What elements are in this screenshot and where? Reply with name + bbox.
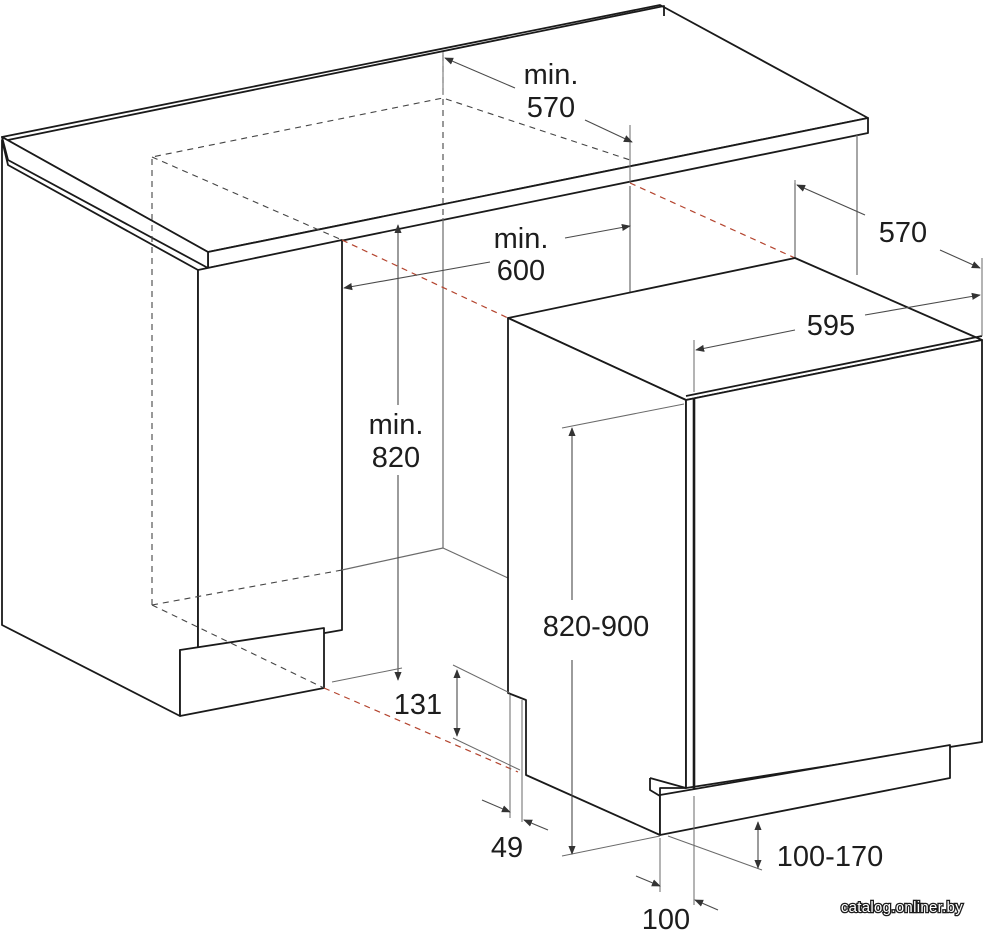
ext-height-min-bottom xyxy=(331,667,403,683)
label-depth-min-prefix: min. xyxy=(524,59,579,91)
alignment-line-top-right xyxy=(629,182,796,259)
kickplate-bracket xyxy=(649,778,661,797)
ext-height-top xyxy=(561,403,685,429)
worktop-back-lip xyxy=(7,5,665,141)
dishwasher-appliance xyxy=(507,257,983,836)
label-height-min-prefix: min. xyxy=(369,409,424,441)
label-depth-min-value: 570 xyxy=(527,92,575,124)
niche-floor-line-right xyxy=(442,547,509,579)
dim-width-min-a xyxy=(564,223,631,239)
dishwasher-kickplate xyxy=(659,744,951,836)
dim-recess-b xyxy=(523,819,549,831)
niche-hidden-floor-diag xyxy=(151,604,325,689)
watermark: catalog.onliner.by xyxy=(841,899,963,916)
dim-width-min-b xyxy=(343,261,491,291)
label-plinth-height: 131 xyxy=(394,689,442,721)
label-plinth-recess: 49 xyxy=(491,832,523,864)
dim-width-b xyxy=(864,292,981,316)
dimension-labels: min. 570 min. 600 min. 820 570 595 820-9… xyxy=(369,59,928,932)
dim-offset-b xyxy=(694,899,719,911)
label-appliance-depth: 570 xyxy=(879,217,927,249)
dishwasher-side-body xyxy=(507,317,687,836)
label-door-offset: 100 xyxy=(642,904,690,932)
niche-hidden-top-diag xyxy=(151,156,343,241)
dim-depth-min-b xyxy=(584,119,633,143)
alignment-line-top xyxy=(341,239,509,319)
label-door-adjust: 100-170 xyxy=(777,841,883,873)
dim-depth-a xyxy=(796,184,866,216)
niche-hidden-outline xyxy=(151,97,631,605)
label-width-min-value: 600 xyxy=(497,255,545,287)
ext-height-bottom xyxy=(561,835,661,857)
niche-floor-line xyxy=(341,547,444,571)
cabinet-front-door xyxy=(197,239,343,656)
dishwasher-door-panel xyxy=(685,339,983,789)
alignment-line-bottom xyxy=(323,687,519,773)
label-height-min-value: 820 xyxy=(372,442,420,474)
kickplate-bracket-top xyxy=(649,777,687,789)
ext-plinth-top xyxy=(452,664,511,694)
label-width-min-prefix: min. xyxy=(494,223,549,255)
ext-plinth-bottom xyxy=(452,737,521,771)
dim-recess-a xyxy=(481,799,511,813)
label-appliance-width: 595 xyxy=(807,310,855,342)
dimension-lines xyxy=(331,52,983,911)
dim-offset-a xyxy=(635,875,661,887)
door-top-edge xyxy=(685,335,983,397)
label-appliance-height: 820-900 xyxy=(543,611,649,643)
dim-depth-b xyxy=(939,249,981,269)
dim-width-a xyxy=(695,329,796,352)
dim-depth-min-a xyxy=(444,57,516,89)
ext-kick-bottom xyxy=(667,835,763,871)
kitchen-cabinet xyxy=(1,4,869,773)
